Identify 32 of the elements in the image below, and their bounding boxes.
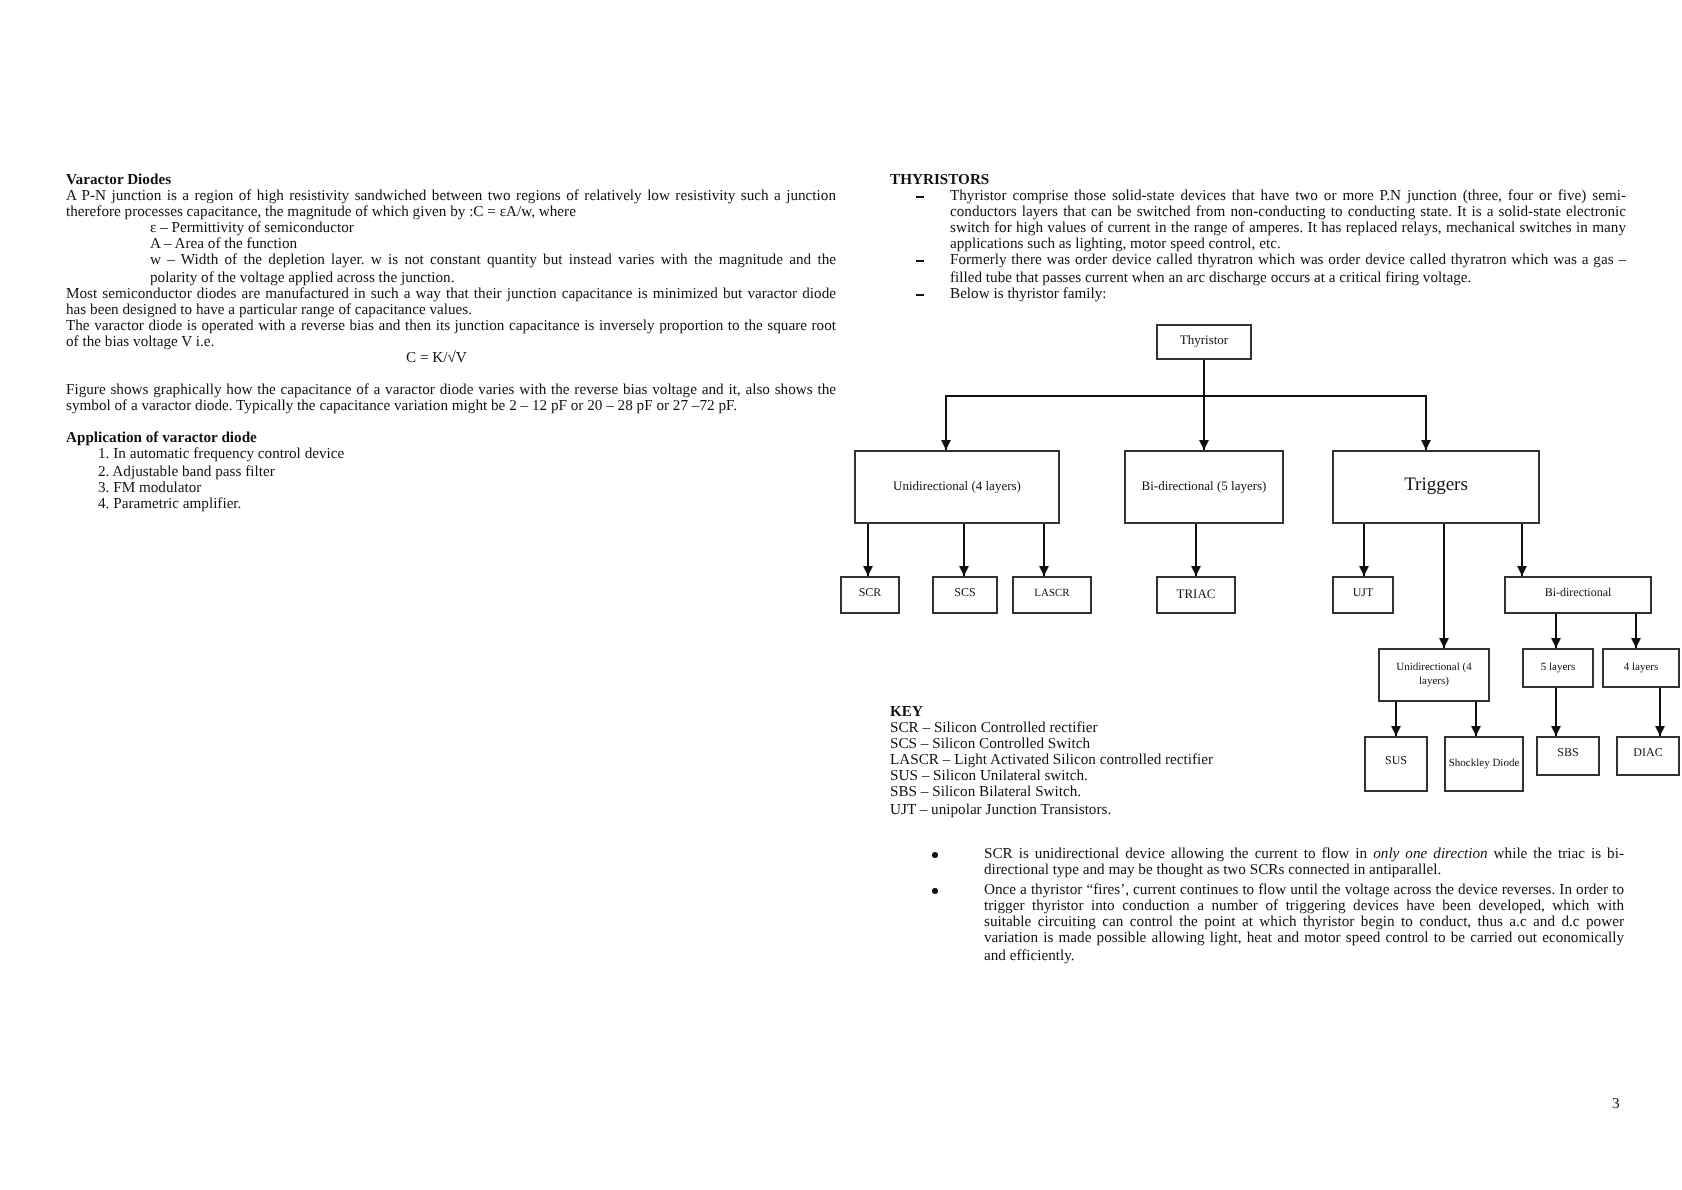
process-box <box>1444 736 1524 792</box>
connector-arrow <box>1517 523 1527 577</box>
process-box <box>1364 736 1428 792</box>
connector-arrow <box>1039 523 1049 577</box>
connector-arrow <box>1631 613 1641 649</box>
connector-arrow <box>1391 701 1401 737</box>
process-box <box>1504 576 1652 614</box>
process-box <box>1602 648 1680 688</box>
connector-arrow <box>1471 701 1481 737</box>
process-box <box>1378 648 1490 702</box>
connector-arrow <box>1359 523 1369 577</box>
node-label: Triggers <box>1404 475 1468 499</box>
process-box <box>1124 450 1284 524</box>
connector-arrow <box>1551 613 1561 649</box>
connector-arrow <box>959 523 969 577</box>
connector-arrow <box>1439 523 1449 649</box>
process-box <box>840 576 900 614</box>
process-box <box>1522 648 1594 688</box>
process-box <box>1536 736 1600 776</box>
process-box <box>1332 576 1394 614</box>
process-box <box>932 576 998 614</box>
process-box <box>1332 450 1540 524</box>
process-box <box>1616 736 1680 776</box>
connector-arrow <box>1551 687 1561 737</box>
connector-arrow <box>863 523 873 577</box>
connector-arrow <box>1191 523 1201 577</box>
process-box <box>854 450 1060 524</box>
process-box <box>1156 576 1236 614</box>
process-box <box>1156 324 1252 360</box>
connector-arrow <box>1655 687 1665 737</box>
connector-arrow <box>1203 359 1431 451</box>
process-box <box>1012 576 1092 614</box>
